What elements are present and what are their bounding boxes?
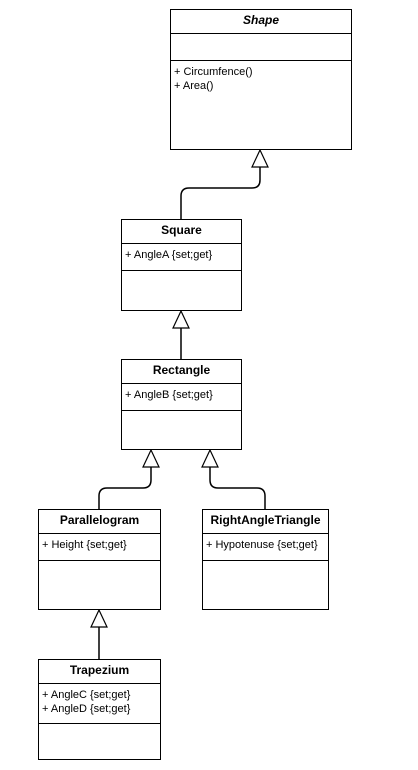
attributes-compartment (171, 34, 351, 61)
attribute: + AngleA {set;get} (125, 249, 213, 261)
class-name: RightAngleTriangle (203, 510, 328, 534)
edge-parallelogram-to-rectangle (98, 467, 152, 510)
attributes-compartment: + AngleA {set;get} (122, 244, 241, 271)
attribute: + AngleB {set;get} (125, 389, 213, 401)
attribute: + AngleD {set;get} (42, 703, 131, 715)
operations-compartment (39, 724, 160, 759)
class-name: Shape (171, 10, 351, 34)
operations-compartment (122, 271, 241, 310)
class-parallelogram[interactable]: Parallelogram + Height {set;get} (38, 509, 161, 610)
generalization-arrowhead (251, 148, 269, 168)
generalization-arrowhead (90, 608, 108, 628)
class-square[interactable]: Square + AngleA {set;get} (121, 219, 242, 311)
operation: + Circumfence() (174, 66, 253, 78)
class-trapezium[interactable]: Trapezium + AngleC {set;get} + AngleD {s… (38, 659, 161, 760)
attribute: + Height {set;get} (42, 539, 127, 551)
generalization-arrowhead (201, 448, 219, 468)
class-name: Square (122, 220, 241, 244)
attributes-compartment: + AngleC {set;get} + AngleD {set;get} (39, 684, 160, 724)
attributes-compartment: + AngleB {set;get} (122, 384, 241, 411)
attributes-compartment: + Height {set;get} (39, 534, 160, 561)
edge-square-to-shape (180, 167, 261, 220)
operations-compartment (122, 411, 241, 449)
edge-rightangletriangle-to-rectangle (209, 467, 266, 510)
operations-compartment (39, 561, 160, 609)
class-right-angle-triangle[interactable]: RightAngleTriangle + Hypotenuse {set;get… (202, 509, 329, 610)
operation: + Area() (174, 80, 214, 92)
attribute: + Hypotenuse {set;get} (206, 539, 318, 551)
generalization-arrowhead (142, 448, 160, 468)
attributes-compartment: + Hypotenuse {set;get} (203, 534, 328, 561)
attribute: + AngleC {set;get} (42, 689, 131, 701)
class-name: Parallelogram (39, 510, 160, 534)
operations-compartment (203, 561, 328, 609)
class-rectangle[interactable]: Rectangle + AngleB {set;get} (121, 359, 242, 450)
class-shape[interactable]: Shape + Circumfence() + Area() (170, 9, 352, 150)
class-name: Trapezium (39, 660, 160, 684)
class-name: Rectangle (122, 360, 241, 384)
operations-compartment: + Circumfence() + Area() (171, 61, 351, 149)
generalization-arrowhead (172, 309, 190, 329)
